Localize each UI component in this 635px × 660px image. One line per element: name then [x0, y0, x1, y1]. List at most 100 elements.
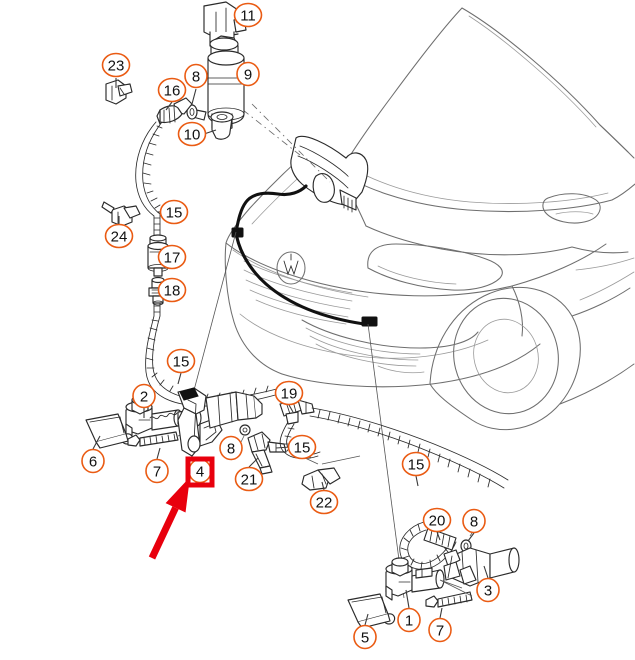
callout-circle [428, 617, 452, 643]
callout-label: 15 [294, 440, 311, 457]
callout-circle [145, 458, 169, 484]
callout-18-t-piece-connector[interactable]: 18 [157, 277, 187, 303]
callout-circle [233, 2, 263, 28]
callout-label: 3 [484, 583, 492, 600]
callout-circle [422, 507, 452, 533]
callout-15-washer-hose[interactable]: 15 [401, 451, 431, 477]
callout-circle [287, 434, 317, 460]
part-elbow-connector [247, 431, 287, 475]
callout-3-headlight-washer-telescopic-cylinder-right[interactable]: 3 [476, 577, 500, 603]
callout-circle [476, 577, 500, 603]
callout-circle [132, 383, 156, 409]
callout-circle [309, 489, 339, 515]
part-washer-jet-assembly [385, 557, 445, 601]
callout-label: 17 [164, 250, 181, 267]
callout-17-non-return-valve[interactable]: 17 [157, 244, 187, 270]
callout-8-seal-o-ring[interactable]: 8 [184, 63, 208, 89]
part-screw-right [425, 579, 473, 608]
callout-label: 11 [240, 8, 256, 25]
callout-circle [159, 199, 189, 225]
callout-circle [236, 61, 260, 87]
callout-label: 7 [153, 464, 161, 481]
part-clip-retainer [105, 79, 133, 105]
part-nozzle-arm [205, 391, 263, 429]
part-hose-bracket [101, 201, 141, 227]
callout-label: 23 [108, 58, 125, 75]
callout-16-hose-connector-elbow[interactable]: 16 [157, 77, 187, 103]
callout-21-elbow-connector[interactable]: 21 [234, 466, 264, 492]
callout-label: 20 [429, 513, 446, 530]
callout-15-washer-hose[interactable]: 15 [287, 434, 317, 460]
callout-label: 6 [89, 454, 97, 471]
callout-15-washer-hose[interactable]: 15 [159, 199, 189, 225]
part-seal-o-ring-top [186, 104, 198, 120]
callout-1-washer-jet-assembly[interactable]: 1 [397, 607, 421, 633]
callout-label: 2 [140, 389, 148, 406]
callout-circle [184, 63, 208, 89]
callout-label: 19 [281, 386, 298, 403]
callout-8-seal-o-ring[interactable]: 8 [462, 508, 486, 534]
callout-5-cover-cap-right[interactable]: 5 [353, 624, 377, 650]
callout-19-hose-t-connector[interactable]: 19 [274, 380, 304, 406]
callout-label: 8 [192, 69, 200, 86]
callout-label: 18 [164, 283, 181, 300]
callout-23-clip-retainer[interactable]: 23 [101, 52, 131, 78]
callout-circle [401, 451, 431, 477]
callout-label: 10 [184, 127, 201, 144]
callout-label: 15 [173, 354, 190, 371]
callout-label: 15 [408, 457, 425, 474]
part-grommet [210, 111, 234, 140]
callout-circle [166, 348, 196, 374]
callout-label: 24 [111, 229, 128, 246]
callout-circle [104, 223, 134, 249]
callout-label: 21 [241, 472, 258, 489]
part-cover-cap-right [347, 593, 396, 629]
part-telescopic-washer-cylinder-right [443, 547, 520, 587]
callout-9-washer-fluid-pump[interactable]: 9 [236, 61, 260, 87]
callout-circle [101, 52, 131, 78]
callout-22-hose-retaining-clip[interactable]: 22 [309, 489, 339, 515]
callout-circle [157, 77, 187, 103]
callout-label: 9 [244, 67, 252, 84]
callout-15-washer-hose[interactable]: 15 [166, 348, 196, 374]
callout-circle [177, 121, 207, 147]
callout-label: 8 [470, 514, 478, 531]
callout-label: 16 [164, 83, 181, 100]
callout-circle [81, 448, 105, 474]
washer-fluid-reservoir [290, 135, 369, 213]
highlight-annotation [148, 456, 215, 560]
callout-label: 4 [196, 464, 204, 481]
callout-label: 8 [227, 441, 235, 458]
callout-7-screw[interactable]: 7 [145, 458, 169, 484]
highlight-box [185, 456, 215, 488]
callout-24-hose-bracket[interactable]: 24 [104, 223, 134, 249]
callout-7-screw[interactable]: 7 [428, 617, 452, 643]
callout-2-headlight-washer-telescopic-cylinder-left[interactable]: 2 [132, 383, 156, 409]
callout-circle [397, 607, 421, 633]
callout-label: 15 [166, 205, 183, 222]
part-hose-elbow-connector [156, 97, 193, 125]
callout-11-pump-electrical-connector[interactable]: 11 [233, 2, 263, 28]
callout-circle [353, 624, 377, 650]
callout-20-spring-clamp[interactable]: 20 [422, 507, 452, 533]
callout-label: 7 [436, 623, 444, 640]
vehicle-outline [224, 7, 635, 431]
callout-circle [157, 244, 187, 270]
callout-circle [234, 466, 264, 492]
callout-label: 22 [316, 495, 333, 512]
red-pointer-arrow [148, 477, 190, 560]
callout-circle [219, 435, 243, 461]
callout-4-washer-jet-nozzle-holder[interactable]: 4 [188, 458, 212, 484]
callout-circle [462, 508, 486, 534]
assembly-reference-lines [242, 103, 331, 183]
callout-10-grommet[interactable]: 10 [177, 121, 207, 147]
callout-label: 1 [405, 613, 413, 630]
washer-hose-routing-on-vehicle [231, 184, 378, 327]
callout-8-seal-o-ring[interactable]: 8 [219, 435, 243, 461]
callout-circle [157, 277, 187, 303]
callout-6-cover-cap-left[interactable]: 6 [81, 448, 105, 474]
callout-circle [274, 380, 304, 406]
